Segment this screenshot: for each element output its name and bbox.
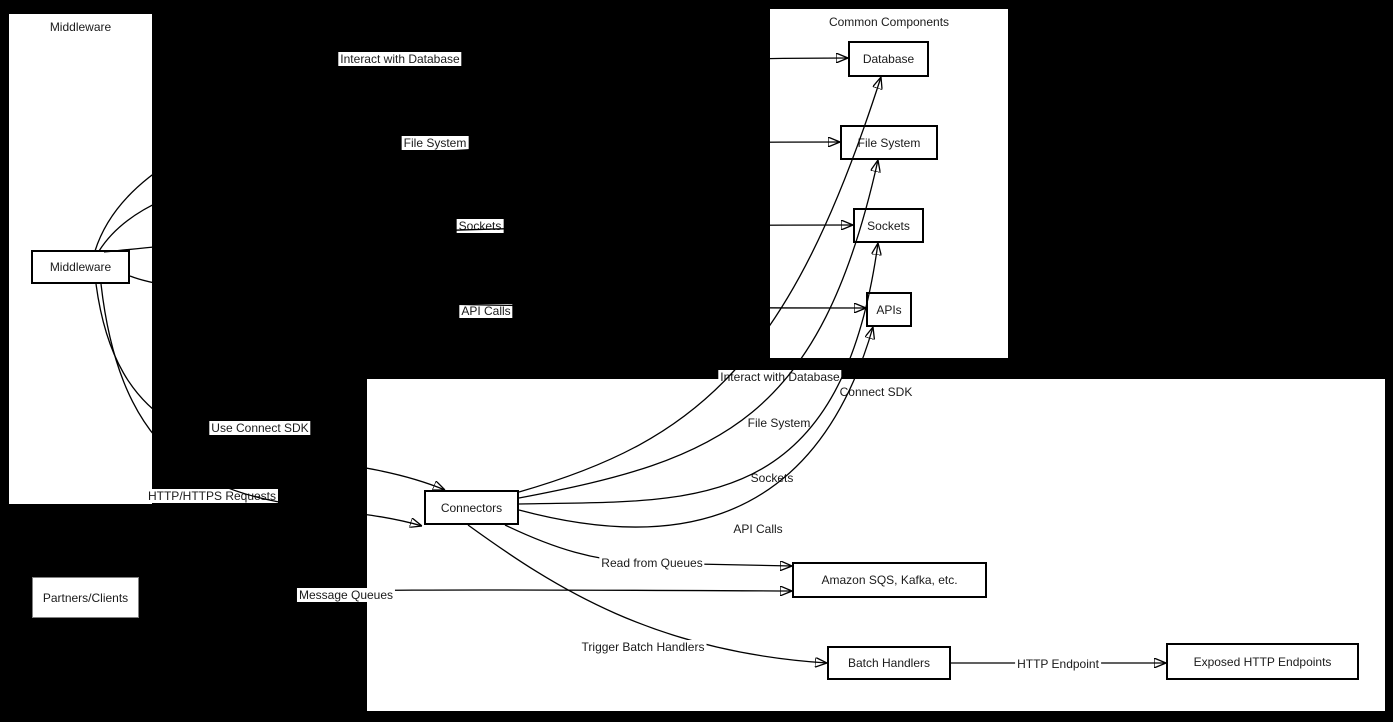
amazon-sqs-node: Amazon SQS, Kafka, etc. (792, 562, 987, 598)
middleware-node: Middleware (31, 250, 130, 284)
edge-label-message-queues: Message Queues (296, 588, 396, 602)
edge-label-file-system-sdk: File System (745, 416, 813, 430)
edge-label-interact-with-database-sdk: Interact with Database (718, 370, 842, 384)
batch-handlers-node: Batch Handlers (827, 646, 951, 680)
sockets-node: Sockets (853, 208, 924, 243)
edge-label-read-from-queues: Read from Queues (599, 556, 705, 570)
edge-label-sockets-sdk: Sockets (748, 471, 796, 485)
middleware-container-title: Middleware (49, 20, 112, 34)
apis-node: APIs (866, 292, 912, 327)
edge-label-api-calls-top: API Calls (459, 304, 513, 318)
database-node: Database (848, 41, 929, 77)
partners-clients-node: Partners/Clients (32, 577, 139, 618)
common-components-container-title: Common Components (828, 15, 950, 29)
connectors-node: Connectors (424, 490, 519, 525)
connect-sdk-container-title: Connect SDK (839, 385, 913, 399)
edge-label-interact-with-database-top: Interact with Database (338, 52, 462, 66)
edge-label-file-system-top: File System (401, 136, 469, 150)
edge-label-sockets-top: Sockets (456, 219, 504, 233)
edge-middleware-to-file-system (98, 142, 840, 252)
edge-label-http-endpoint: HTTP Endpoint (1015, 657, 1101, 671)
exposed-http-endpoints-node: Exposed HTTP Endpoints (1166, 643, 1359, 680)
edge-label-api-calls-sdk: API Calls (731, 522, 785, 536)
edge-label-use-connect-sdk: Use Connect SDK (209, 421, 311, 435)
edge-label-trigger-batch-handlers: Trigger Batch Handlers (579, 640, 707, 654)
edge-label-http-https-requests: HTTP/HTTPS Requests (145, 489, 279, 503)
file-system-node: File System (840, 125, 938, 160)
